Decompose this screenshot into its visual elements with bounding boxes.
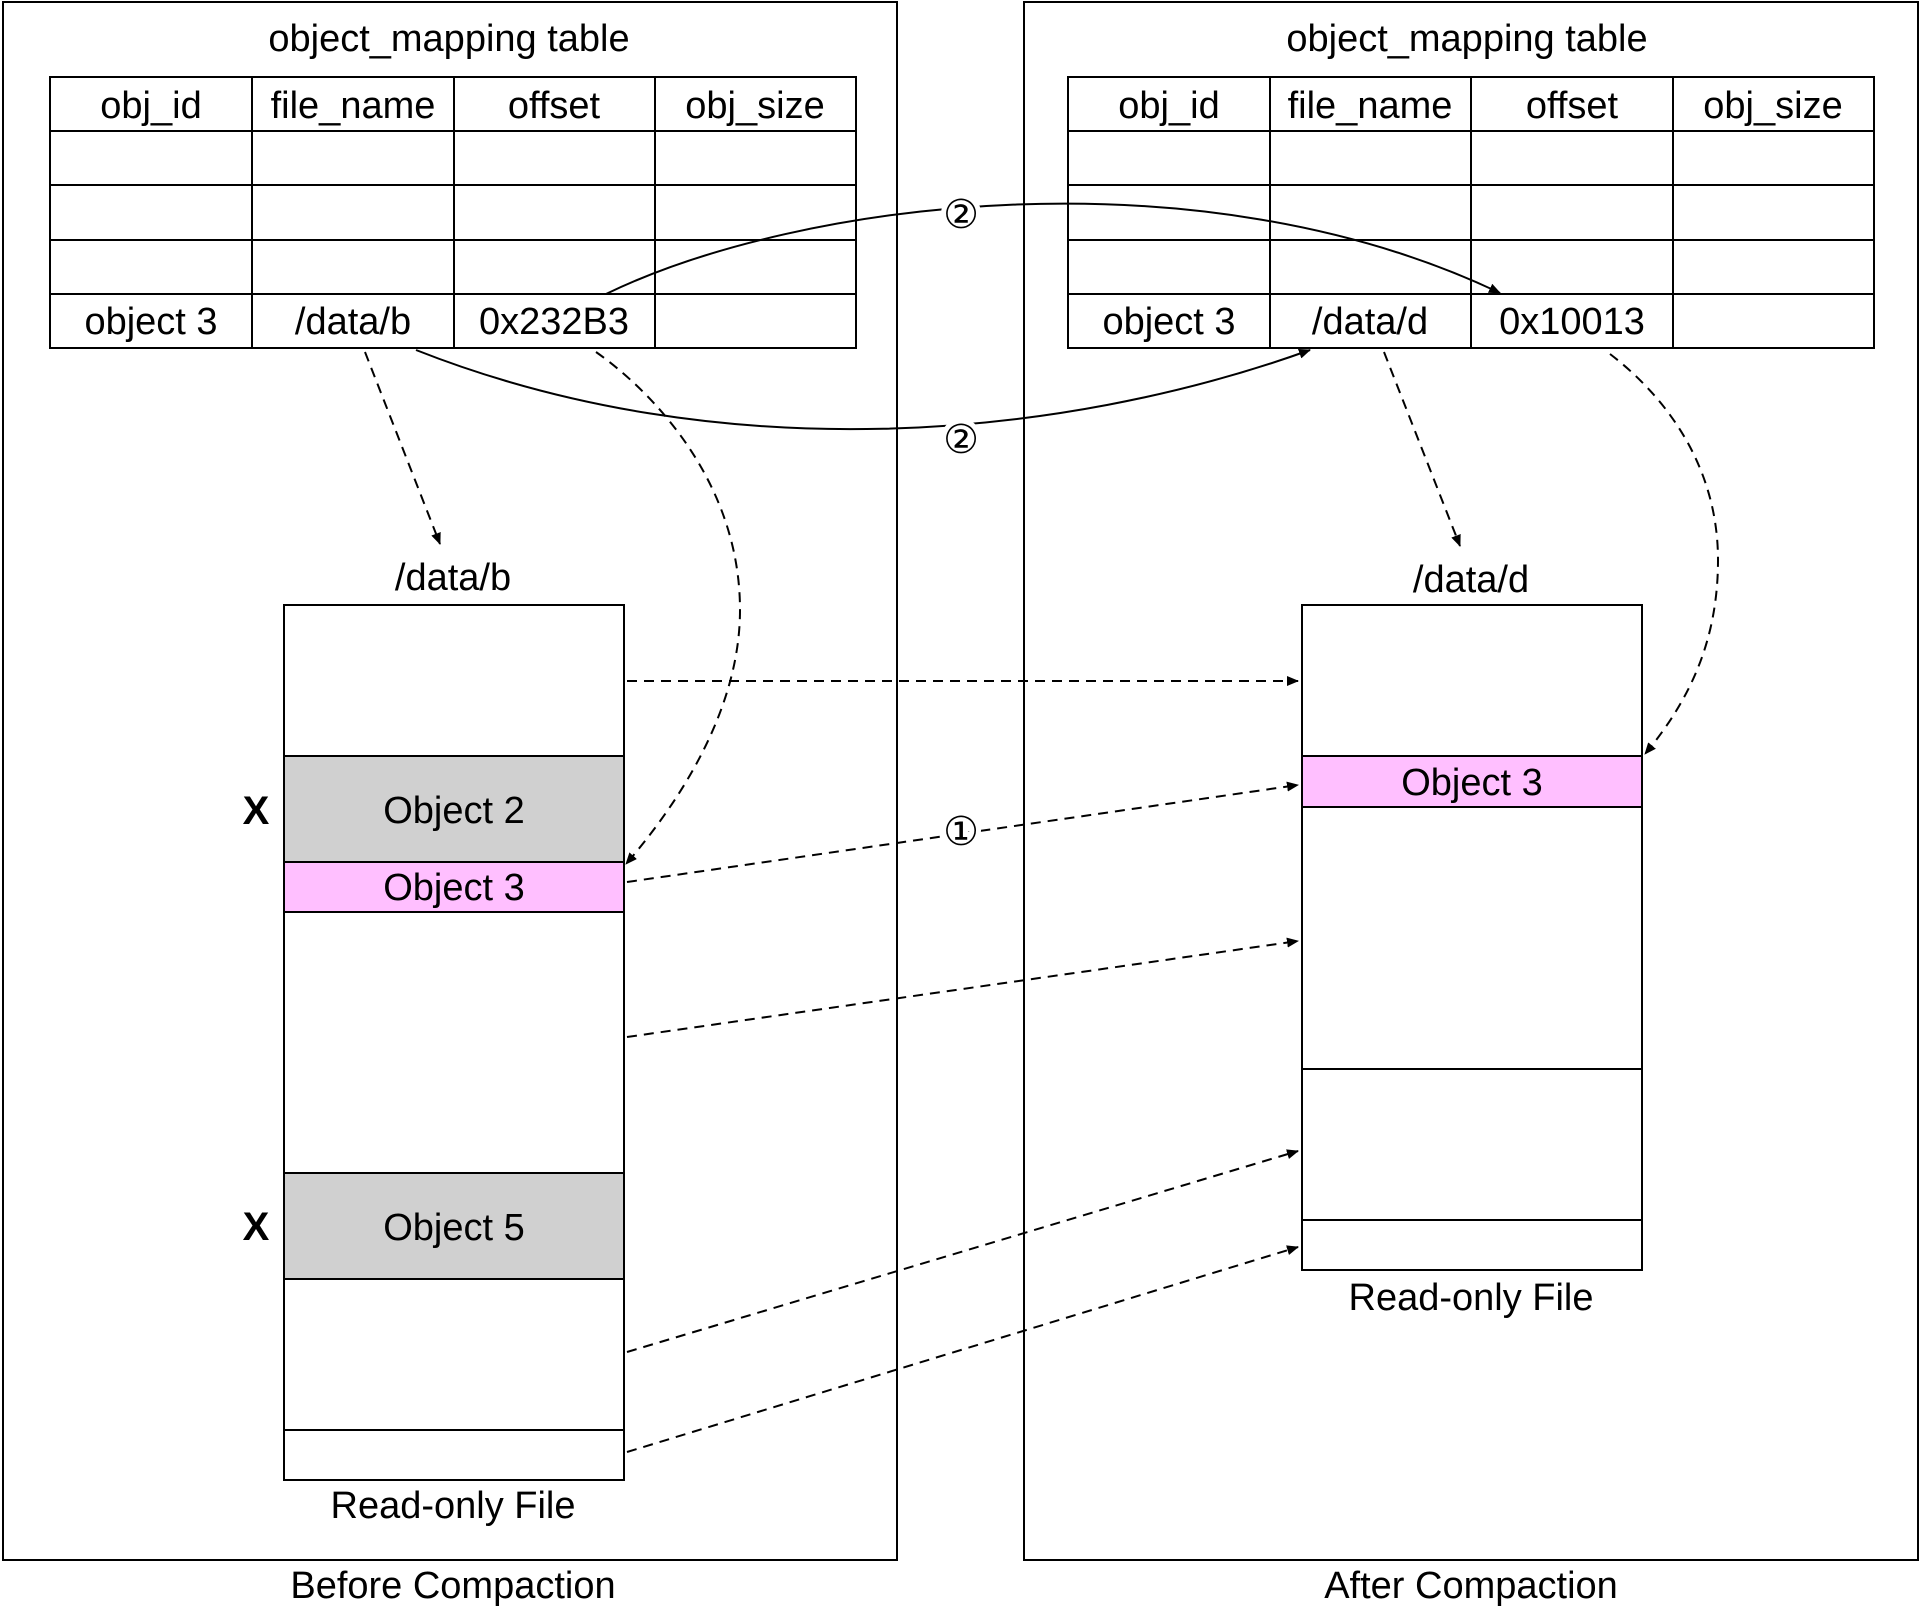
- arrow-before-filename-to-file: [364, 351, 441, 545]
- before-object-3-label: Object 3: [383, 867, 525, 909]
- after-file-footer: Read-only File: [1349, 1277, 1594, 1319]
- before-header-offset: offset: [508, 85, 601, 127]
- before-panel-frame: [2, 1, 898, 1561]
- after-caption: After Compaction: [1324, 1565, 1618, 1607]
- before-object-5-block: [283, 1172, 625, 1280]
- after-table-title: object_mapping table: [1286, 18, 1647, 60]
- before-file-frame: [283, 604, 625, 1481]
- before-caption: Before Compaction: [290, 1565, 615, 1607]
- before-cell-offset: 0x232B3: [479, 301, 629, 343]
- arrow-update-offset: [605, 202, 1501, 295]
- after-header-obj-size: obj_size: [1703, 85, 1842, 127]
- before-object-2-block: [283, 755, 625, 863]
- before-object-3-block: [283, 861, 625, 913]
- after-object-3-label: Object 3: [1401, 762, 1543, 804]
- arrow-copy-segment-4: [626, 1245, 1299, 1453]
- delete-mark-object-2: X: [243, 789, 270, 833]
- before-header-file-name: file_name: [271, 85, 436, 127]
- after-cell-file-name: /data/d: [1312, 301, 1428, 343]
- after-file-block: /data/d Object 3 Read-only File: [1301, 559, 1643, 1319]
- before-cell-file-name: /data/b: [295, 301, 411, 343]
- after-cell-offset: 0x10013: [1499, 301, 1645, 343]
- arrow-update-file-name: [415, 349, 1311, 431]
- step-markers: ① ② ②: [938, 188, 984, 859]
- after-file-name: /data/d: [1413, 559, 1529, 601]
- arrow-after-offset-to-object-3: [1609, 353, 1720, 755]
- before-table-title: object_mapping table: [268, 18, 629, 60]
- step-2-marker-top: ②: [943, 193, 979, 237]
- before-object-5-label: Object 5: [383, 1207, 525, 1249]
- arrows: [364, 202, 1720, 1453]
- arrow-after-filename-to-file: [1383, 351, 1461, 547]
- step-2-marker-bottom: ②: [943, 418, 979, 462]
- before-panel: Before Compaction object_mapping table o…: [2, 1, 898, 1607]
- before-cell-obj-id: object 3: [84, 301, 217, 343]
- after-panel-frame: [1023, 1, 1919, 1561]
- delete-mark-object-5: X: [243, 1205, 270, 1249]
- after-object-3-block: [1301, 755, 1643, 808]
- arrow-copy-segment-3: [626, 1149, 1299, 1353]
- after-header-offset: offset: [1526, 85, 1619, 127]
- before-header-obj-id: obj_id: [100, 85, 201, 127]
- before-file-name: /data/b: [395, 557, 511, 599]
- after-header-file-name: file_name: [1288, 85, 1453, 127]
- before-file-footer: Read-only File: [331, 1485, 576, 1527]
- arrow-before-offset-to-object-3: [595, 351, 742, 865]
- before-file-block: /data/b Object 2 Object 3 Object 5 X X R…: [243, 557, 625, 1527]
- arrow-copy-object-3: [626, 781, 1299, 883]
- after-panel: After Compaction object_mapping table ob…: [1023, 1, 1919, 1607]
- after-mapping-table: object_mapping table obj_id file_name of…: [1067, 18, 1875, 349]
- arrow-copy-segment-2: [626, 937, 1299, 1038]
- before-object-2-label: Object 2: [383, 790, 525, 832]
- before-mapping-table: object_mapping table obj_id file_name of…: [49, 18, 857, 349]
- after-file-frame: [1301, 604, 1643, 1271]
- before-header-obj-size: obj_size: [685, 85, 824, 127]
- after-header-obj-id: obj_id: [1118, 85, 1219, 127]
- step-1-marker: ①: [943, 810, 979, 854]
- after-cell-obj-id: object 3: [1102, 301, 1235, 343]
